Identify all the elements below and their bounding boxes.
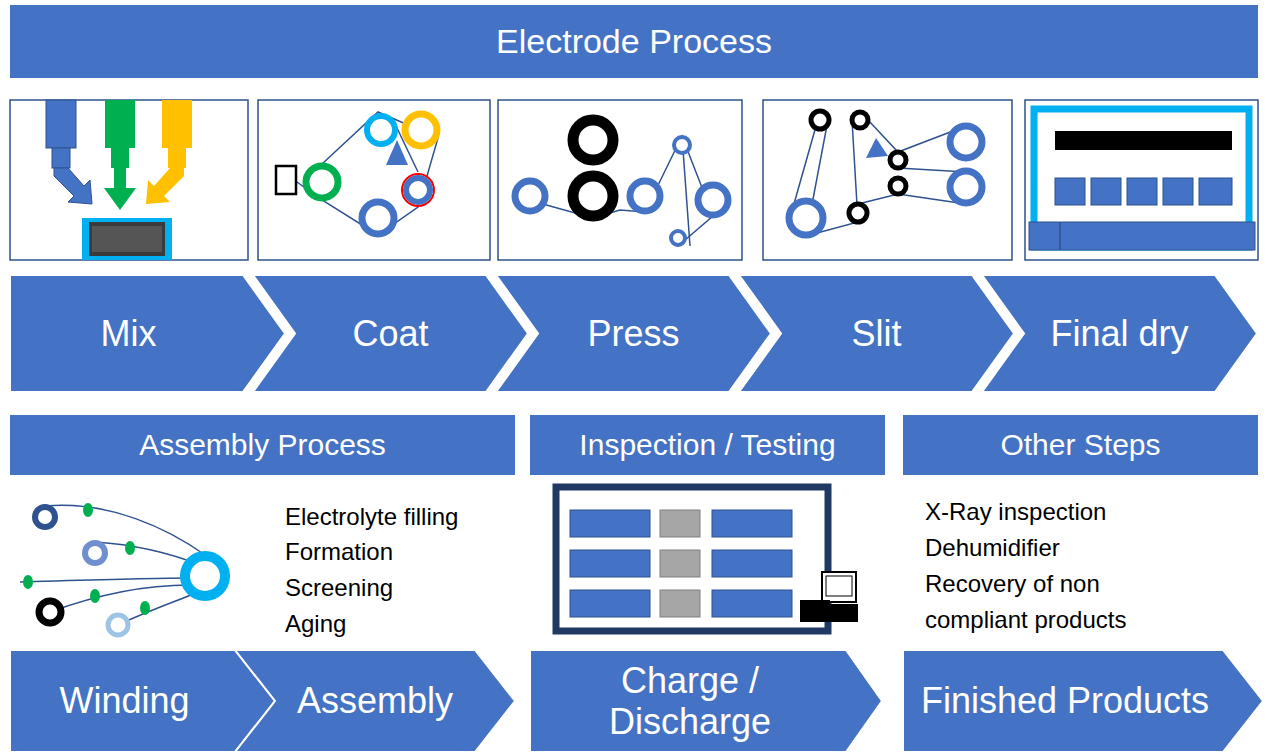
step-note: Dehumidifier: [925, 530, 1245, 566]
winding-illustration: [20, 503, 225, 635]
process-chevron: Mix: [10, 275, 285, 392]
slit-illustration: [763, 100, 1012, 260]
node-label: Electrode Process: [496, 22, 772, 61]
section-band: Inspection / Testing: [530, 415, 885, 475]
process-chevron: Slit: [739, 275, 1014, 392]
chevron-outline: [530, 650, 882, 752]
step-note: Formation: [285, 534, 525, 570]
node-label: Winding: [59, 680, 189, 721]
step-note: Aging: [285, 606, 525, 642]
step-note: Recovery of non compliant products: [925, 566, 1175, 638]
node-label: Coat: [352, 313, 428, 354]
chevron-outline: [982, 275, 1257, 392]
process-chevron: Winding: [10, 650, 275, 752]
chevron-outline: [10, 275, 285, 392]
final-dry-illustration: [1025, 100, 1258, 260]
process-chevron: Coat: [253, 275, 528, 392]
process-chevron: Finished Products: [903, 650, 1263, 752]
process-chevron: Assembly: [235, 650, 515, 752]
chevron-outline: [739, 275, 1014, 392]
process-chevron: Charge / Discharge: [530, 650, 882, 752]
chevron-outline: [235, 650, 515, 752]
node-label: Assembly Process: [139, 428, 386, 463]
mix-illustration: [10, 100, 248, 260]
chevron-outline: [253, 275, 528, 392]
node-label: Mix: [101, 313, 157, 354]
title-band: Electrode Process: [10, 5, 1258, 78]
node-label: Press: [587, 313, 679, 354]
press-illustration: [498, 100, 742, 260]
chevron-outline: [903, 650, 1263, 752]
chevron-outline: [10, 650, 275, 752]
node-label: Assembly: [297, 680, 453, 721]
step-note: X-Ray inspection: [925, 494, 1245, 530]
charge-discharge-illustration: [556, 487, 858, 631]
section-band: Assembly Process: [10, 415, 515, 475]
node-label: Finished Products: [921, 680, 1209, 721]
node-label: Charge / Discharge: [580, 660, 800, 743]
step-note: Screening: [285, 570, 525, 606]
node-label: Final dry: [1050, 313, 1188, 354]
node-label: Other Steps: [1000, 428, 1160, 463]
process-chevron: Final dry: [982, 275, 1257, 392]
coat-illustration: [258, 100, 490, 260]
process-chevron: Press: [496, 275, 771, 392]
chevron-outline: [496, 275, 771, 392]
step-note: Electrolyte filling: [285, 499, 525, 535]
section-band: Other Steps: [903, 415, 1258, 475]
node-label: Inspection / Testing: [579, 428, 835, 463]
node-label: Slit: [851, 313, 901, 354]
